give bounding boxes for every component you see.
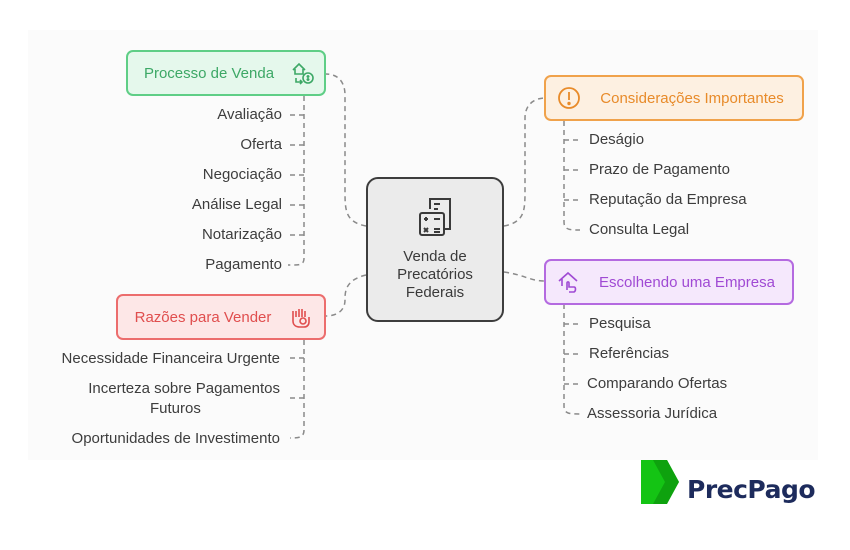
branch-title: Razões para Vender: [134, 308, 272, 326]
leaf-pagamento: Pagamento: [205, 256, 282, 273]
leaf-analise-legal: Análise Legal: [191, 196, 282, 213]
leaf-desagio: Deságio: [589, 131, 645, 148]
branch-processo-de-venda: Processo de Venda: [126, 50, 326, 96]
leaf-assessoria-juridica: Assessoria Jurídica: [587, 405, 718, 422]
branch-consideracoes-importantes: Considerações Importantes: [544, 75, 804, 121]
leaf-incerteza-line-2: Futuros: [150, 400, 201, 417]
leaf-reputacao-empresa: Reputação da Empresa: [589, 191, 747, 208]
leaf-negociacao: Negociação: [202, 166, 282, 183]
alert-circle-icon: [556, 85, 582, 111]
leaf-consulta-legal: Consulta Legal: [589, 221, 690, 238]
leaf-pesquisa: Pesquisa: [589, 315, 651, 332]
hand-money-icon: [288, 304, 314, 330]
house-exchange-icon: [290, 60, 316, 86]
branch-title: Considerações Importantes: [600, 89, 784, 107]
leaf-incerteza-line-1: Incerteza sobre Pagamentos: [88, 380, 280, 397]
leaf-oferta: Oferta: [240, 136, 282, 153]
branch-razoes-para-vender: Razões para Vender: [116, 294, 326, 340]
leaf-avaliacao: Avaliação: [217, 106, 282, 123]
branch-title: Processo de Venda: [143, 64, 275, 82]
branch-title: Escolhendo uma Empresa: [599, 273, 775, 291]
leaf-necessidade-financeira: Necessidade Financeira Urgente: [61, 350, 280, 367]
leaf-comparando-ofertas: Comparando Ofertas: [587, 375, 728, 392]
leaf-prazo-pagamento: Prazo de Pagamento: [589, 161, 730, 178]
leaf-referencias: Referências: [589, 345, 670, 362]
precpago-logo: PrecPago: [641, 460, 816, 504]
house-hand-icon: [556, 269, 582, 295]
leaf-notarizacao: Notarização: [201, 226, 282, 243]
central-topic-label: Venda de Precatórios Federais: [397, 248, 473, 301]
precpago-logo-text: PrecPago: [687, 474, 816, 504]
precpago-logo-mark: [641, 460, 679, 504]
leaf-oportunidades-investimento: Oportunidades de Investimento: [71, 430, 280, 447]
branch-escolhendo-empresa: Escolhendo uma Empresa: [544, 259, 794, 305]
calculator-document-icon: [414, 197, 456, 242]
central-topic-node: Venda de Precatórios Federais: [366, 177, 504, 322]
